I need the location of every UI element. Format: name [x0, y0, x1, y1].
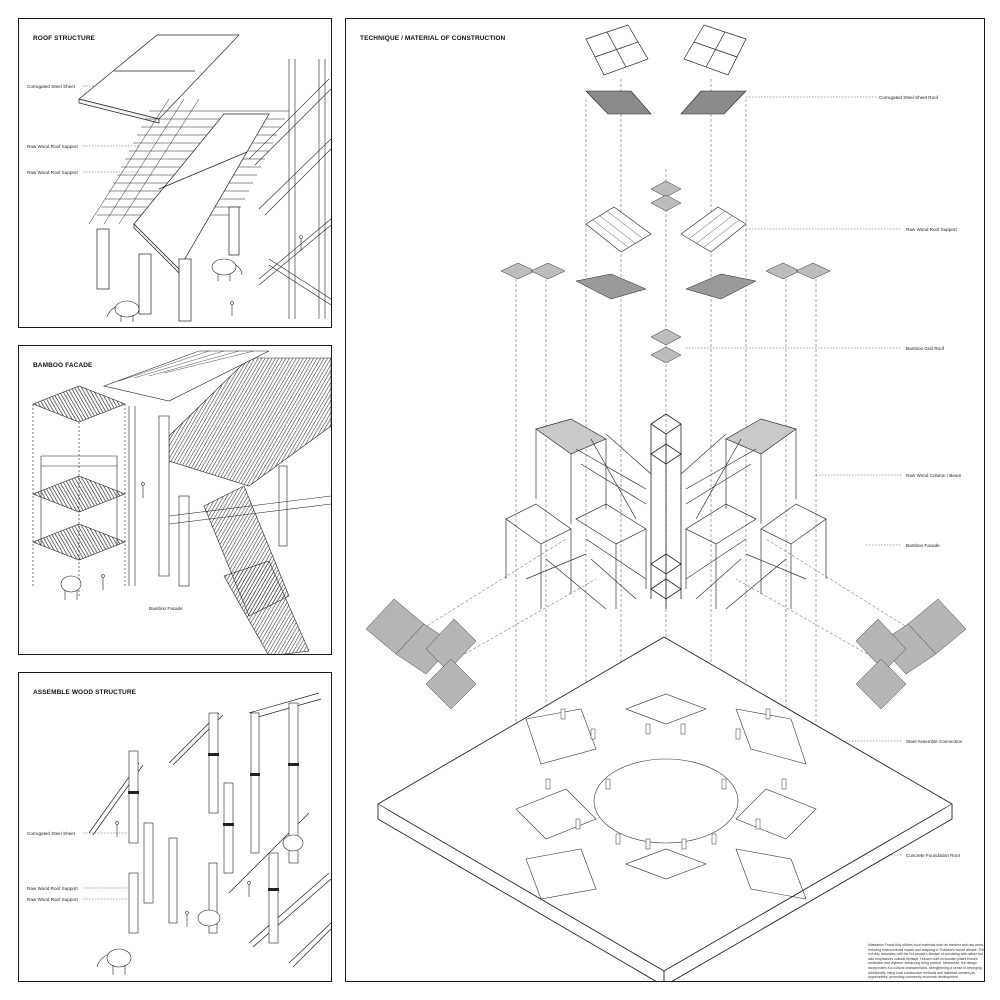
technique-panel: TECHNIQUE / MATERIAL OF CONSTRUCTION Cor… — [345, 18, 985, 982]
exploded-axonometric-drawing — [365, 24, 967, 981]
layer-label-roof: Corrugated Steel Sheet Roof — [879, 95, 938, 100]
layer-label-foundation: Concrete Foundation Root — [906, 853, 960, 858]
callout-label: Raw Wood Roof Support — [27, 886, 78, 891]
description-note: Maekanon Forest fully utilizes local mat… — [868, 943, 985, 980]
layer-label-bamboo-grid: Bamboo Grid Roof — [906, 346, 945, 351]
callout-label: Bamboo Facade — [149, 606, 183, 611]
callout-label: Corrugated Steel Sheet — [27, 831, 76, 836]
callout-label: Raw Wood Roof Support — [27, 170, 78, 175]
assemble-wood-panel: ASSEMBLE WOOD STRUCTURE Corrugated Steel… — [18, 672, 332, 982]
layer-label-column-beam: Raw Wood Column / Beam — [906, 473, 962, 478]
layer-label-roof-support: Raw Wood Roof Support — [906, 227, 957, 232]
bamboo-facade-drawing — [32, 350, 331, 654]
panel-title: BAMBOO FACADE — [33, 362, 93, 369]
assemble-wood-drawing — [83, 692, 331, 975]
bamboo-facade-panel: BAMBOO FACADE Bamboo Facade — [18, 345, 332, 655]
roof-structure-drawing — [78, 34, 331, 322]
roof-structure-panel: ROOF STRUCTURE Corrugated Steel Sheet Ra… — [18, 18, 332, 328]
layer-label-steel-connection: Steel Assemble Connection — [906, 739, 963, 744]
panel-title: ROOF STRUCTURE — [33, 35, 96, 42]
panel-title: TECHNIQUE / MATERIAL OF CONSTRUCTION — [360, 35, 506, 42]
callout-label: Raw Wood Roof Support — [27, 144, 78, 149]
panel-title: ASSEMBLE WOOD STRUCTURE — [33, 689, 137, 696]
callout-label: Raw Wood Roof Support — [27, 897, 78, 902]
callout-label: Corrugated Steel Sheet — [27, 84, 76, 89]
layer-label-bamboo-facade: Bamboo Facade — [906, 543, 940, 548]
